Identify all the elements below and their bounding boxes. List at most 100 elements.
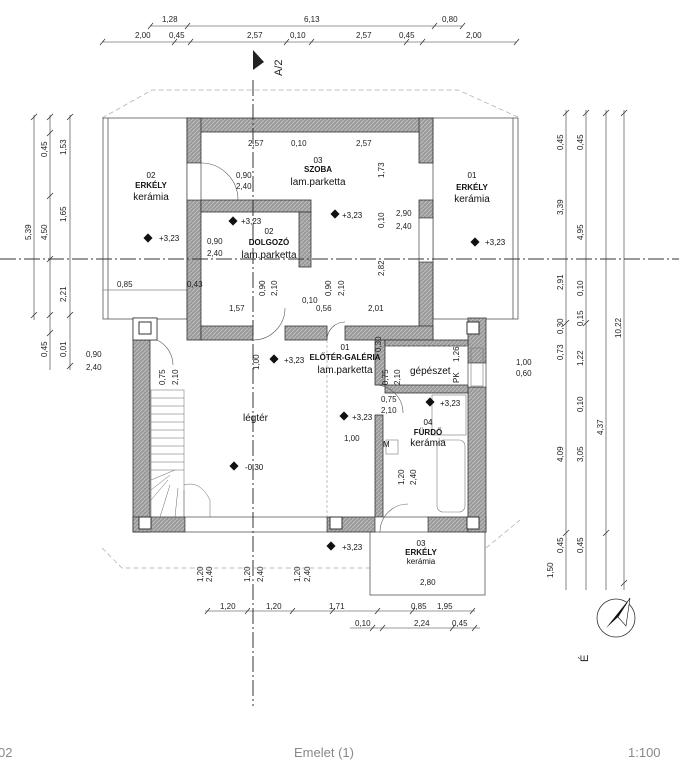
dim-szoba-090: 0,90: [236, 171, 252, 180]
staircase: [150, 389, 211, 518]
dim-h085: 0,85: [117, 280, 133, 289]
bathroom-fixtures: [385, 347, 484, 513]
dim-right-409: 4,09: [556, 446, 565, 462]
dim-right-495: 4,95: [576, 224, 585, 240]
level-text: +3,23: [342, 543, 363, 552]
dim-f075a: 0,75: [381, 369, 390, 385]
room-dolgozo: 02 DOLGOZÓ lam.parketta: [241, 227, 296, 261]
dim-right-010b: 0,10: [576, 396, 585, 412]
room-material: kerámia: [407, 557, 436, 566]
north-label: É: [578, 655, 591, 662]
dim-left-240b: 2,40: [86, 363, 102, 372]
top-dimensions: [99, 22, 520, 46]
dim-v090a: 0,90: [258, 280, 267, 296]
dim-gep-060: 0,60: [516, 369, 532, 378]
dim-left-001: 0,01: [59, 341, 68, 357]
level-text: +3,23: [284, 356, 305, 365]
level-marker: +3,23: [425, 397, 461, 408]
dim-left-165: 1,65: [59, 206, 68, 222]
room-material: lam.parketta: [317, 365, 372, 376]
room-eloter: 01 ELŐTÉR-GALÉRIA lam.parketta: [309, 343, 380, 376]
dim-top-080: 0,80: [442, 15, 458, 24]
dim-right-045d: 0,45: [576, 537, 585, 553]
section-label: A/2: [273, 59, 285, 76]
dim-right-305: 3,05: [576, 446, 585, 462]
dim-top2-4: 2,57: [356, 31, 372, 40]
room-erkely-01: 01 ERKÉLY kerámia: [454, 171, 490, 205]
room-num: 02: [265, 227, 274, 236]
dim-left-045a: 0,45: [40, 141, 49, 157]
dim-v282: 2,82: [377, 260, 386, 276]
dim-right-045c: 0,45: [556, 537, 565, 553]
room-num: 04: [424, 418, 433, 427]
dim-f120: 1,20: [397, 469, 406, 485]
dim-v090b: 0,90: [324, 280, 333, 296]
dim-right-015: 0,15: [576, 310, 585, 326]
level-marker: +3,23: [470, 237, 506, 247]
dim-top2-5: 0,45: [399, 31, 415, 40]
dim-h201: 2,01: [368, 304, 384, 313]
dim-top2-1: 0,45: [169, 31, 185, 40]
level-marker: +3,23: [339, 411, 373, 422]
dim-right-010a: 0,10: [576, 280, 585, 296]
level-marker: +3,23: [326, 541, 363, 552]
dim-left-450: 4,50: [40, 224, 49, 240]
room-material: kerámia: [133, 192, 169, 203]
m-label: M: [383, 440, 390, 449]
dim-bottom-120a: 1,20: [220, 602, 236, 611]
dim-bottom-085: 0,85: [411, 602, 427, 611]
room-furdo: 04 FÜRDŐ kerámia: [410, 418, 446, 449]
windows: [184, 162, 487, 533]
room-szoba: 03 SZOBA lam.parketta: [290, 156, 345, 188]
dim-right-030: 0,30: [556, 318, 565, 334]
level-text: +3,23: [440, 399, 461, 408]
dim-bottom2-010: 0,10: [355, 619, 371, 628]
level-text: +3,23: [241, 217, 262, 226]
dim-right-437: 4,37: [596, 419, 605, 435]
dim-bv-240a: 2,40: [205, 566, 214, 582]
dim-top2-2: 2,57: [247, 31, 263, 40]
walls: [132, 117, 487, 533]
room-num: 03: [314, 156, 323, 165]
dim-right-291: 2,91: [556, 274, 565, 290]
dim-right-150: 1,50: [546, 562, 555, 578]
dim-left-045b: 0,45: [40, 341, 49, 357]
legter-label: légtér: [243, 413, 269, 424]
axis-lines: [0, 80, 679, 706]
dim-szoba-173: 1,73: [377, 162, 386, 178]
room-erkely-03: 03 ERKÉLY kerámia: [405, 539, 437, 566]
dim-left-090b: 0,90: [86, 350, 102, 359]
room-num: 01: [468, 171, 477, 180]
inner-dimensions: 2,57 0,10 2,57 0,90 2,40 1,73 0,10 2,90 …: [86, 139, 532, 587]
room-dividers: [326, 340, 468, 517]
dim-szoba-240: 2,40: [236, 182, 252, 191]
room-name: SZOBA: [304, 165, 332, 174]
roof-outline: [101, 89, 521, 569]
right-dimensions: [562, 109, 628, 590]
dim-f100: 1,00: [344, 434, 360, 443]
dim-top-613: 6,13: [304, 15, 320, 24]
room-name: ERKÉLY: [456, 183, 488, 192]
dim-leg-210: 2,10: [171, 369, 180, 385]
level-text: +3,23: [485, 238, 506, 247]
dim-gep-126: 1,26: [452, 346, 461, 362]
level-text: +3,23: [352, 413, 373, 422]
dim-top2-6: 2,00: [466, 31, 482, 40]
room-name: ERKÉLY: [405, 548, 437, 557]
dim-erk3-280: 2,80: [420, 578, 436, 587]
left-dimensions: [30, 113, 74, 370]
level-marker: +3,23: [228, 216, 262, 226]
pk-label: PK: [452, 372, 461, 383]
room-material: lam.parketta: [241, 250, 296, 261]
level-text: +3,23: [342, 211, 363, 220]
level-text: -0,30: [245, 463, 264, 472]
dim-bv-240b: 2,40: [256, 566, 265, 582]
dim-right-045b: 0,45: [576, 134, 585, 150]
footer-center: Emelet (1): [294, 745, 354, 760]
dim-h043: 0,43: [187, 280, 203, 289]
dim-bottom-171: 1,71: [329, 602, 345, 611]
dim-top2-3: 0,10: [290, 31, 306, 40]
level-text: +3,23: [159, 234, 180, 243]
dim-bv-120c: 1,20: [293, 566, 302, 582]
dim-szoba-257a: 2,57: [248, 139, 264, 148]
